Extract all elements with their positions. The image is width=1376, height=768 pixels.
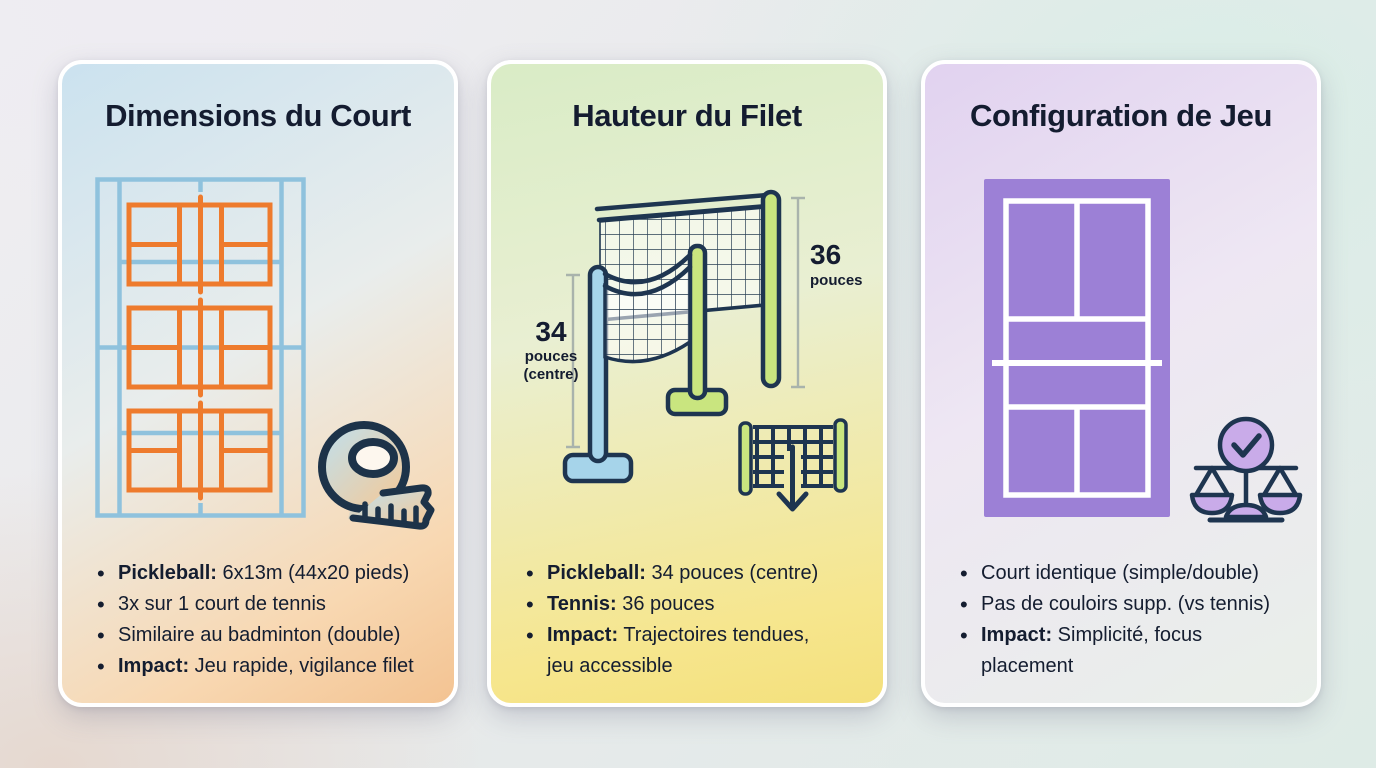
- tennis-net: [594, 189, 782, 389]
- pickleball-height-unit: pouces: [525, 348, 578, 365]
- bullet-item: Similaire au badminton (double): [93, 620, 432, 651]
- net-height-diagram: 36 pouces 34 pouces: [523, 189, 863, 512]
- scale-pan-right: [1257, 492, 1303, 516]
- pickleball-court-3: [126, 400, 273, 501]
- bullet-item: Impact: Trajectoires tendues, jeu access…: [522, 620, 861, 682]
- bullet-item: 3x sur 1 court de tennis: [93, 589, 432, 620]
- card-title: Configuration de Jeu: [969, 98, 1272, 133]
- tennis-court-outline: [95, 177, 306, 518]
- down-arrow: [776, 444, 809, 512]
- pickleball-court-1: [126, 194, 273, 295]
- check-circle: [1217, 416, 1275, 474]
- bullet-item: Pickleball: 6x13m (44x20 pieds): [93, 558, 432, 589]
- bullet-item: Impact: Simplicité, focus placement: [956, 620, 1295, 682]
- check-mark: [1231, 433, 1262, 458]
- card-hauteur-du-filet: Hauteur du Filet: [487, 60, 887, 707]
- tennis-height-measure: 36 pouces: [791, 196, 863, 389]
- net-bullet-list: Pickleball: 34 pouces (centre) Tennis: 3…: [522, 558, 861, 682]
- net-lowering-arrow-icon: [738, 418, 848, 512]
- pickleball-height-value: 34: [535, 316, 567, 347]
- bullet-item: Court identique (simple/double): [956, 558, 1295, 589]
- balance-scale-check-icon: [1189, 416, 1303, 523]
- pickleball-courts-overlay: [126, 194, 273, 501]
- bullet-item: Pas de couloirs supp. (vs tennis): [956, 589, 1295, 620]
- tennis-height-unit: pouces: [810, 272, 863, 289]
- tennis-court-overlay-diagram: [95, 177, 435, 530]
- pickleball-net-post-left: [587, 264, 609, 464]
- pickleball-height-note: (centre): [523, 366, 578, 383]
- tape-tick-marks: [362, 501, 419, 525]
- tennis-height-value: 36: [810, 239, 841, 270]
- configuration-bullet-list: Court identique (simple/double) Pas de c…: [956, 558, 1295, 682]
- card-title: Hauteur du Filet: [572, 98, 802, 133]
- measuring-tape-icon: [318, 421, 435, 530]
- pickleball-net-post-right: [687, 243, 708, 401]
- bullet-item: Tennis: 36 pouces: [522, 589, 861, 620]
- card-dimensions-du-court: Dimensions du Court: [58, 60, 458, 707]
- bullet-item: Pickleball: 34 pouces (centre): [522, 558, 861, 589]
- pickleball-court-diagram: [984, 179, 1303, 523]
- pickleball-net: [562, 243, 729, 484]
- card-configuration-de-jeu: Configuration de Jeu: [921, 60, 1321, 707]
- dimensions-bullet-list: Pickleball: 6x13m (44x20 pieds) 3x sur 1…: [93, 558, 432, 682]
- scale-pan-left: [1189, 492, 1235, 516]
- pickleball-height-measure: 34 pouces (centre): [523, 273, 580, 449]
- card-title: Dimensions du Court: [105, 98, 411, 133]
- bullet-item: Impact: Jeu rapide, vigilance filet: [93, 651, 432, 682]
- pickleball-court-top-view: [984, 179, 1170, 517]
- pickleball-court-2: [126, 297, 273, 398]
- tennis-net-post: [760, 189, 782, 389]
